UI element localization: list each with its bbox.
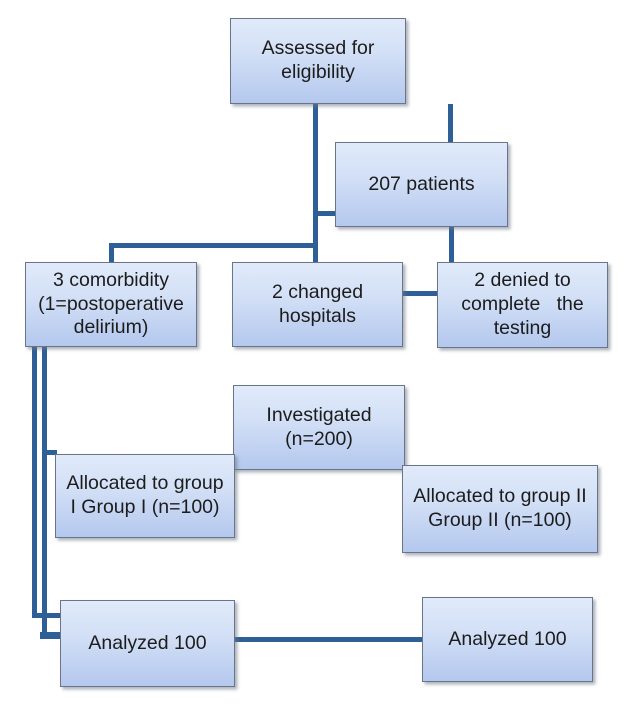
node-comorbidity-label: 3 comorbidity (1=postoperative delirium) bbox=[38, 268, 184, 339]
connector-elbow-into-analyzed1-upper bbox=[32, 613, 62, 618]
node-investigated-label: Investigated (n=200) bbox=[266, 403, 372, 450]
connector-207-patients-to-denied bbox=[449, 226, 454, 264]
connector-comorbidity-down-left bbox=[32, 346, 37, 618]
node-assessed-eligibility: Assessed for eligibility bbox=[230, 18, 406, 104]
node-allocated-group1-label: Allocated to group I Group I (n=100) bbox=[66, 472, 224, 518]
node-207-patients-label: 207 patients bbox=[368, 172, 475, 195]
node-denied-testing-label: 2 denied to complete the testing bbox=[461, 269, 584, 339]
node-comorbidity: 3 comorbidity (1=postoperative delirium) bbox=[25, 262, 197, 347]
node-changed-hospitals: 2 changed hospitals bbox=[232, 262, 403, 347]
connector-changed-to-denied bbox=[402, 291, 438, 296]
node-207-patients: 207 patients bbox=[335, 142, 508, 227]
connector-top-into-207-patients bbox=[448, 104, 453, 144]
node-changed-hospitals-label: 2 changed hospitals bbox=[271, 280, 364, 327]
connector-branch-to-comorbidity bbox=[109, 243, 318, 248]
node-analyzed-group1: Analyzed 100 bbox=[60, 600, 235, 687]
connector-into-comorbidity bbox=[109, 243, 114, 264]
connector-stub-to-group1 bbox=[42, 450, 57, 455]
node-analyzed-group1-label: Analyzed 100 bbox=[88, 631, 207, 654]
node-analyzed-group2: Analyzed 100 bbox=[422, 597, 593, 682]
connector-elbow-into-analyzed1-lower bbox=[40, 632, 62, 639]
node-denied-testing: 2 denied to complete the testing bbox=[437, 262, 608, 348]
connector-analyzed1-to-analyzed2 bbox=[233, 637, 423, 642]
node-allocated-group2: Allocated to group II Group II (n=100) bbox=[402, 465, 598, 553]
node-investigated: Investigated (n=200) bbox=[233, 385, 405, 470]
connector-comorbidity-down-right bbox=[42, 346, 47, 639]
node-allocated-group1: Allocated to group I Group I (n=100) bbox=[55, 454, 235, 538]
node-allocated-group2-label: Allocated to group II Group II (n=100) bbox=[413, 485, 587, 531]
connector-assessed-to-changed bbox=[313, 102, 318, 264]
node-analyzed-group2-label: Analyzed 100 bbox=[448, 627, 567, 650]
connector-stub-to-207-patients bbox=[313, 211, 337, 216]
node-assessed-label: Assessed for eligibility bbox=[261, 37, 375, 83]
